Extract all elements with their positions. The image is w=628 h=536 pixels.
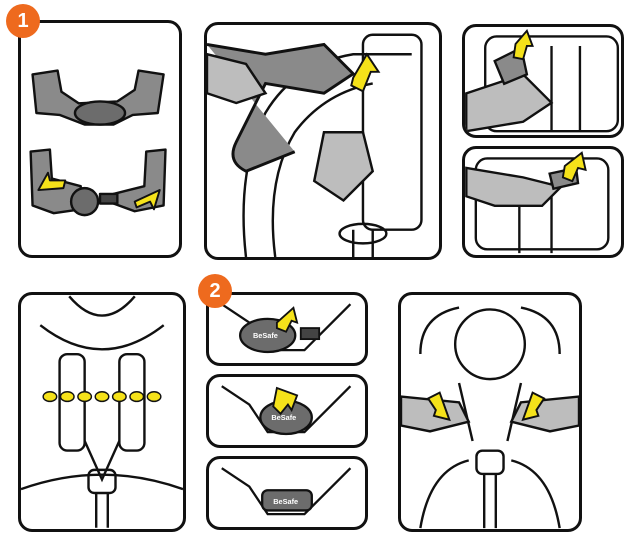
buckle-icon [475,449,505,476]
panel-clip-detach [462,24,624,138]
harness-pad-icon [261,489,313,512]
yellow-arrow-icon [512,28,534,61]
step-2-label: 2 [209,279,221,302]
hand-icon [509,395,579,433]
clip-attach-illustration [465,151,610,254]
seat-harness-illustration [21,295,183,528]
panel-strap-routing [204,22,442,260]
panel-buckle-step-b: BeSafe [206,374,368,448]
panel-shoulder-pads [18,20,182,258]
buckle-step-c-illustration: BeSafe [221,467,352,516]
yellow-arrow-icon [426,391,451,422]
buckle-harness-illustration [401,306,579,529]
yellow-arrow-icon [350,52,381,93]
panel-buckle-step-c: BeSafe [206,456,368,530]
panel-buckle-harness [398,292,582,532]
panel-buckle-step-a: BeSafe [206,292,368,366]
hand-icon [312,131,375,203]
brand-label: BeSafe [271,413,296,422]
clip-detach-illustration [465,28,620,133]
yellow-arrow-icon [561,151,587,183]
hand-icon [465,166,564,207]
panel-clip-attach [462,146,624,258]
yellow-arrow-icon [521,391,546,422]
step-1-label: 1 [17,9,29,32]
strap-routing-illustration [207,33,423,257]
harness-pad-icon [31,69,165,126]
step-1-badge: 1 [6,4,40,38]
step-2-badge: 2 [198,274,232,308]
shoulder-pads-illustration [29,69,167,217]
buckle-step-b-illustration: BeSafe [221,385,352,436]
buckle-step-a-illustration: BeSafe [221,303,352,354]
yellow-arrow-icon [275,306,299,333]
brand-label: BeSafe [253,331,278,340]
dotted-line-icon [42,391,162,403]
brand-label: BeSafe [273,497,298,506]
panel-seat-harness-height [18,292,186,532]
buckle-icon [87,468,117,495]
yellow-arrow-icon [272,386,299,416]
yellow-arrow-icon [37,171,161,211]
